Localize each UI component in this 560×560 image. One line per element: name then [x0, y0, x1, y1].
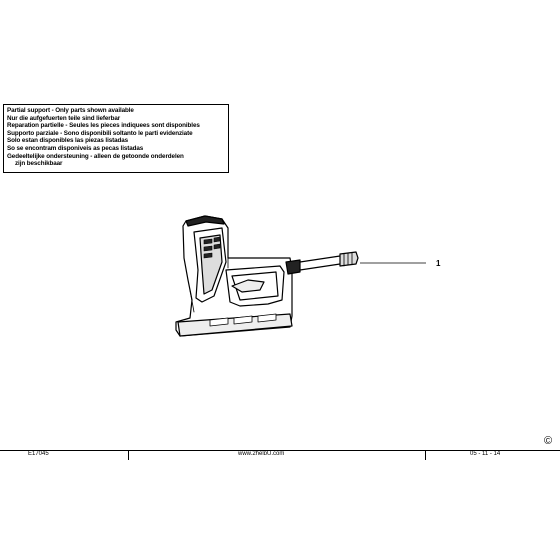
footer-divider — [0, 450, 560, 451]
part-number-label: 1 — [436, 259, 441, 268]
handle-grip — [193, 227, 227, 303]
notice-line-fr: Reparation partielle - Seules les pieces… — [7, 122, 200, 130]
partial-support-notice: Partial support - Only parts shown avail… — [3, 104, 229, 173]
footer-separator-right — [425, 450, 426, 460]
magazine-slots — [209, 313, 277, 327]
cord-strain-relief — [285, 259, 301, 275]
power-cord — [299, 255, 341, 271]
footer-separator-left — [128, 450, 129, 460]
notice-line-es: Solo estan disponibles las piezas listad… — [7, 137, 129, 145]
notice-line-pt: So se encontram disponiveis as pecas lis… — [7, 144, 144, 152]
notice-line-nl-cont: zijn beschikbaar — [15, 160, 63, 168]
copyright-symbol: © — [544, 435, 553, 447]
cord-plug — [339, 251, 359, 267]
trigger-opening — [225, 265, 285, 307]
footer-model-number: E17045 — [28, 451, 49, 455]
notice-line-nl: Gedeeltelijke ondersteuning - alleen de … — [7, 152, 184, 160]
trigger — [231, 279, 265, 293]
notice-line-en: Partial support - Only parts shown avail… — [7, 107, 134, 114]
vent-slots — [203, 236, 221, 259]
footer-website: www.2helpU.com — [238, 451, 285, 455]
footer-date: 05 - 11 - 14 — [470, 451, 501, 455]
notice-line-it: Supporto parziale - Sono disponibili sol… — [7, 129, 193, 137]
stapler-top-cap — [185, 215, 225, 227]
notice-line-de: Nur die aufgefuerten teile sind lieferba… — [7, 114, 121, 122]
